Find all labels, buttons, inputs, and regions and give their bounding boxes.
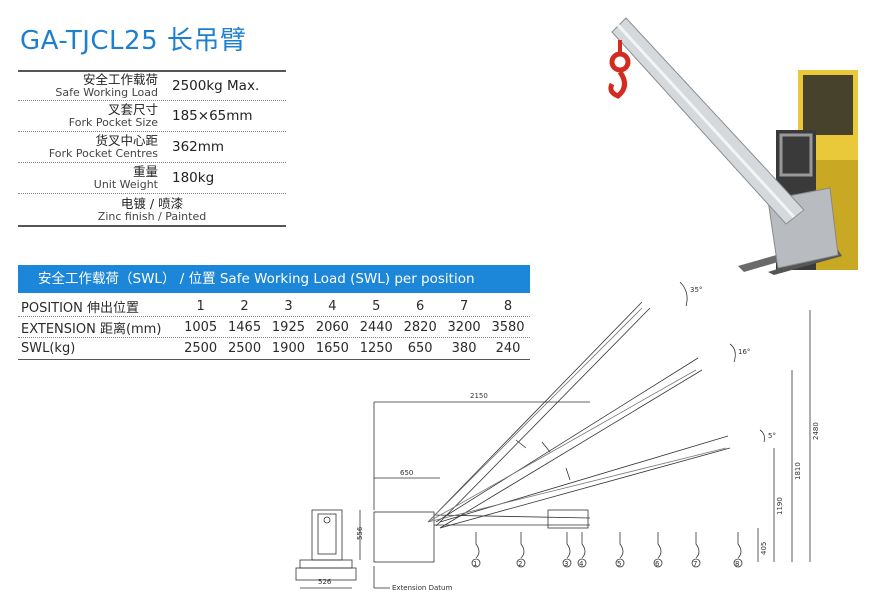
spec-table: 安全工作载荷 Safe Working Load 2500kg Max. 叉套尺… — [18, 70, 286, 227]
row-label: EXTENSION 距离(mm) — [21, 321, 162, 337]
table-cell: 2060 — [315, 319, 349, 335]
hook-number: 7 — [693, 560, 697, 568]
table-cell: 2500 — [228, 341, 262, 356]
table-cell: 240 — [495, 341, 521, 356]
spec-row-fork-pocket-size: 叉套尺寸 Fork Pocket Size 185×65mm — [18, 101, 286, 132]
dim-405: 405 — [760, 542, 768, 555]
table-cell: 1925 — [271, 319, 305, 335]
hook-number: 6 — [655, 560, 660, 568]
hook-row — [471, 532, 743, 568]
table-cell: 2440 — [359, 319, 393, 335]
spec-value: 362mm — [172, 139, 225, 155]
hook-number: 1 — [473, 560, 477, 568]
spec-label-en: Fork Pocket Size — [68, 116, 158, 129]
table-cell: 1250 — [359, 341, 393, 356]
hook-number: 5 — [617, 560, 621, 568]
spec-label-cn: 安全工作载荷 — [82, 72, 158, 87]
table-cell: 380 — [451, 341, 477, 356]
spec-row-finish: 电镀 / 喷漆 Zinc finish / Painted — [18, 194, 286, 227]
forklift-cab — [803, 75, 853, 135]
table-cell: 1 — [196, 298, 205, 314]
row-label: POSITION 伸出位置 — [21, 300, 140, 316]
table-cell: 4 — [328, 298, 337, 314]
dim-2150: 2150 — [470, 392, 488, 400]
hook-number: 4 — [579, 560, 584, 568]
dim-556: 556 — [356, 526, 364, 540]
forklift-guard — [779, 133, 813, 177]
table-row-swl: SWL(kg) 2500 2500 1900 1650 1250 650 380… — [18, 338, 530, 360]
spec-row-swl: 安全工作载荷 Safe Working Load 2500kg Max. — [18, 70, 286, 101]
spec-label-en: Safe Working Load — [55, 86, 158, 99]
spec-row-fork-pocket-centres: 货叉中心距 Fork Pocket Centres 362mm — [18, 132, 286, 163]
page-title: GA-TJCL25 长吊臂 — [20, 26, 247, 56]
hook-number: 2 — [518, 560, 522, 568]
spec-value: 2500kg Max. — [172, 78, 260, 94]
spec-label-cn: 电镀 / 喷漆 — [120, 195, 184, 211]
dim-650: 650 — [400, 469, 413, 477]
table-cell: 1465 — [228, 319, 262, 335]
table-cell: 650 — [407, 341, 433, 356]
hook-icon — [608, 70, 627, 99]
table-cell: 3 — [284, 298, 293, 314]
spec-label-cn: 重量 — [132, 164, 158, 179]
end-view — [295, 509, 361, 589]
table-row-position: POSITION 伸出位置 1 2 3 4 5 6 7 8 — [18, 296, 530, 317]
boom-35deg — [427, 301, 651, 527]
table-cell: 2820 — [403, 319, 437, 335]
jib-base-drawing — [373, 509, 591, 588]
spec-label-cn: 叉套尺寸 — [107, 102, 158, 117]
table-cell: 1650 — [315, 341, 349, 356]
technical-drawing: 556 526 2150 650 2480 1810 1190 405 — [295, 281, 820, 592]
table-cell: 1005 — [184, 319, 218, 335]
table-cell: 3580 — [491, 319, 525, 335]
extension-datum-label: Extension Datum — [392, 584, 452, 592]
angle-35: 35° — [690, 286, 702, 294]
dim-1190: 1190 — [776, 497, 784, 515]
boom-5deg — [439, 435, 731, 529]
table-cell: 5 — [372, 298, 381, 314]
table-cell: 2 — [240, 298, 249, 314]
spec-row-unit-weight: 重量 Unit Weight 180kg — [18, 163, 286, 194]
hook-number: 3 — [564, 560, 568, 568]
table-cell: 3200 — [447, 319, 481, 335]
spec-label-en: Zinc finish / Painted — [97, 209, 207, 223]
dim-526: 526 — [318, 578, 332, 586]
table-cell: 2500 — [184, 341, 218, 356]
table-cell: 8 — [503, 298, 513, 314]
table-cell: 6 — [416, 298, 425, 314]
table-cell: 1900 — [271, 341, 305, 356]
spec-value: 180kg — [172, 170, 215, 186]
table-cell: 7 — [459, 298, 469, 314]
table-row-extension: EXTENSION 距离(mm) 1005 1465 1925 2060 244… — [18, 317, 530, 338]
spec-value: 185×65mm — [172, 108, 253, 124]
spec-label-en: Fork Pocket Centres — [48, 147, 158, 160]
angle-5: 5° — [768, 432, 776, 440]
spec-label-cn: 货叉中心距 — [95, 133, 158, 148]
row-label: SWL(kg) — [21, 341, 76, 356]
angle-16: 16° — [738, 348, 750, 356]
hook-ring — [609, 51, 631, 73]
dim-2480: 2480 — [812, 422, 820, 440]
dim-1810: 1810 — [794, 462, 802, 480]
boom-16deg — [435, 357, 703, 529]
swl-table: POSITION 伸出位置 1 2 3 4 5 6 7 8 EXTENSION … — [18, 296, 530, 360]
hook-number: 8 — [735, 560, 739, 568]
swl-table-header: 安全工作载荷（SWL） / 位置 Safe Working Load (SWL)… — [18, 265, 530, 293]
spec-label-en: Unit Weight — [93, 178, 158, 191]
product-photo — [608, 17, 858, 275]
